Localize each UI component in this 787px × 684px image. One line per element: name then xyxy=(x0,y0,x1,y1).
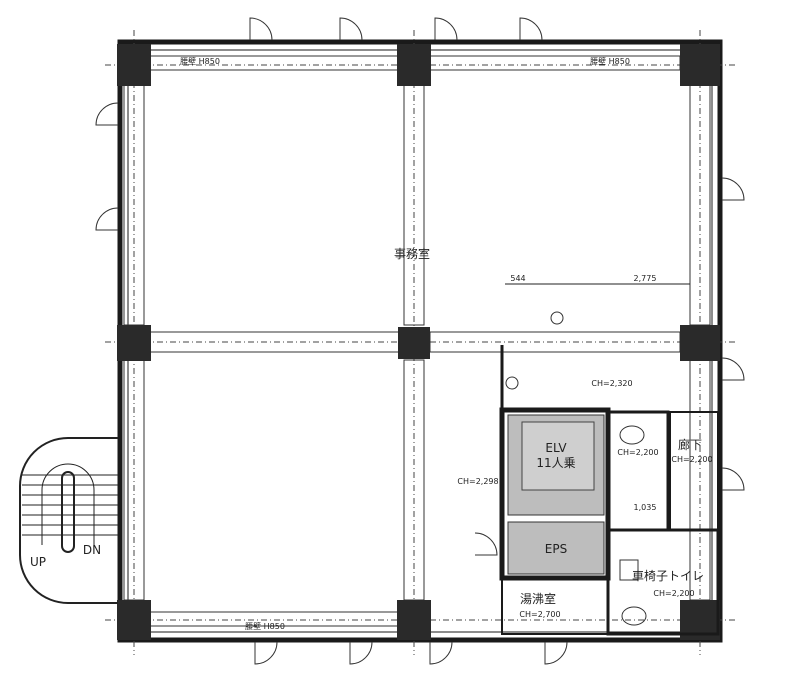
elevator-capacity: 11人乗 xyxy=(536,456,575,470)
room-label-accessible-toilet: 車椅子トイレ xyxy=(632,569,704,583)
dimension-label: 544 xyxy=(510,274,525,283)
room-label-corridor: 廊下 xyxy=(678,437,702,452)
core xyxy=(499,311,720,636)
stair-up-label: UP xyxy=(30,555,46,569)
elevator-car xyxy=(521,421,595,491)
window-note: 腰壁 H850 xyxy=(245,621,285,631)
toilet-ceiling-height: CH=2,200 xyxy=(617,448,658,457)
toilet-icon xyxy=(621,606,647,626)
dimension-label: 1,035 xyxy=(634,503,657,512)
staircase xyxy=(19,437,118,604)
doors xyxy=(95,17,745,665)
room-label-eps: EPS xyxy=(545,542,567,556)
room-label-kitchenette: 湯沸室 xyxy=(520,591,556,606)
dimension-label: 2,775 xyxy=(634,274,657,283)
accessible-toilet-ceiling-height: CH=2,200 xyxy=(653,589,694,598)
toilet-icon xyxy=(619,425,645,445)
kitchenette-ceiling-height: CH=2,700 xyxy=(519,610,560,619)
columns xyxy=(117,44,720,640)
eps-room xyxy=(507,521,605,575)
passage-ceiling-height: CH=2,298 xyxy=(457,477,498,486)
sprinkler-icon xyxy=(505,376,519,390)
room-label-elevator: ELV xyxy=(545,441,567,455)
sprinkler-icon xyxy=(550,311,564,325)
stair-down-label: DN xyxy=(83,543,101,557)
window-note: 腰壁 H850 xyxy=(590,56,630,66)
corridor-ceiling-height: CH=2,200 xyxy=(671,455,712,464)
window-note: 腰壁 H850 xyxy=(180,56,220,66)
room-label-office: 事務室 xyxy=(394,246,430,261)
sink-icon xyxy=(619,559,639,581)
lobby-ceiling-height: CH=2,320 xyxy=(591,379,632,388)
